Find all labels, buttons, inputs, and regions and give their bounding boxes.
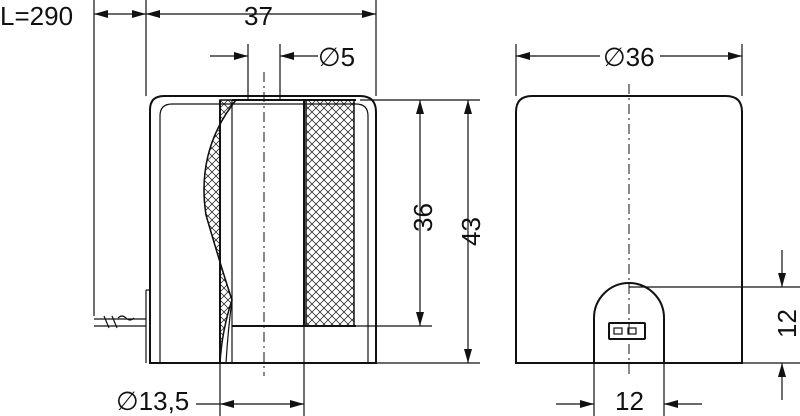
arrowhead [146, 10, 160, 18]
outer-diameter-label: ∅36 [603, 42, 655, 72]
connector-pin [613, 327, 623, 335]
front-dimensions: ∅36 12 12 [515, 42, 800, 416]
total-height-label: 43 [456, 217, 486, 246]
side-section-view [94, 72, 377, 376]
arrowhead [464, 100, 472, 114]
housing-outline [149, 95, 377, 364]
lead-wire-end [117, 315, 135, 321]
connector-socket [608, 322, 646, 340]
arrowhead [280, 52, 294, 60]
arrowhead [778, 363, 786, 377]
front-view [515, 84, 743, 376]
arrowhead [416, 100, 424, 114]
lead-length-label: L=290 [0, 1, 73, 31]
bore-small-label: ∅5 [318, 42, 355, 72]
arrowhead [132, 10, 146, 18]
side-bottom-dimensions: ∅13,5 [116, 326, 305, 416]
lead-break-mark [103, 315, 118, 329]
winding-height-label: 36 [408, 203, 438, 232]
arrowhead [416, 312, 424, 326]
arrowhead [778, 273, 786, 287]
front-outline [515, 95, 743, 364]
arrowhead [290, 400, 304, 408]
connector-outline [593, 282, 665, 364]
arrowhead [94, 10, 108, 18]
cutaway-curve [203, 99, 237, 364]
arrowhead [220, 400, 234, 408]
side-vertical-dimensions: 36 43 [356, 99, 486, 364]
arrowhead [464, 349, 472, 363]
arrowhead [580, 400, 594, 408]
body-width-label: 37 [244, 1, 273, 31]
connector-width-label: 12 [615, 386, 644, 416]
connector-pin [627, 327, 637, 335]
side-top-dimensions: L=290 37 ∅5 [0, 0, 377, 316]
arrowhead [234, 52, 248, 60]
arrowhead [362, 10, 376, 18]
arrowhead [664, 400, 678, 408]
winding-hatch [305, 99, 355, 327]
bore-inner-label: ∅13,5 [116, 386, 189, 416]
housing-inner-wall [159, 103, 369, 363]
arrowhead [516, 52, 530, 60]
arrowhead [728, 52, 742, 60]
connector-height-label: 12 [772, 309, 800, 338]
